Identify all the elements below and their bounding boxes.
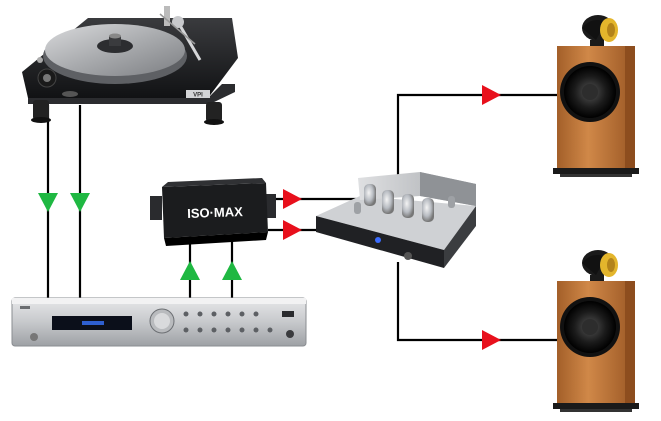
- right-arrow-icon: [482, 85, 501, 105]
- speaker-bottom: [553, 250, 639, 412]
- wire-amp-speaker-top: [396, 93, 557, 180]
- up-arrow-icon: [222, 261, 242, 280]
- turntable-badge: VPI: [193, 93, 203, 99]
- vacuum-tubes: [354, 184, 455, 222]
- speaker-top: [553, 15, 639, 177]
- turntable: VPI: [22, 6, 238, 125]
- iso-max-isolator: ISO·MAX: [150, 178, 276, 246]
- tube-amplifier: [316, 172, 476, 268]
- iso-max-label: ISO·MAX: [187, 204, 243, 221]
- arrows: [38, 85, 501, 350]
- up-arrow-icon: [180, 261, 200, 280]
- right-arrow-icon: [482, 330, 501, 350]
- right-arrow-icon: [283, 189, 302, 209]
- right-arrow-icon: [283, 220, 302, 240]
- wire-amp-speaker-bottom: [396, 262, 557, 342]
- preamplifier: [11, 297, 307, 347]
- down-arrow-icon: [70, 193, 90, 212]
- down-arrow-icon: [38, 193, 58, 212]
